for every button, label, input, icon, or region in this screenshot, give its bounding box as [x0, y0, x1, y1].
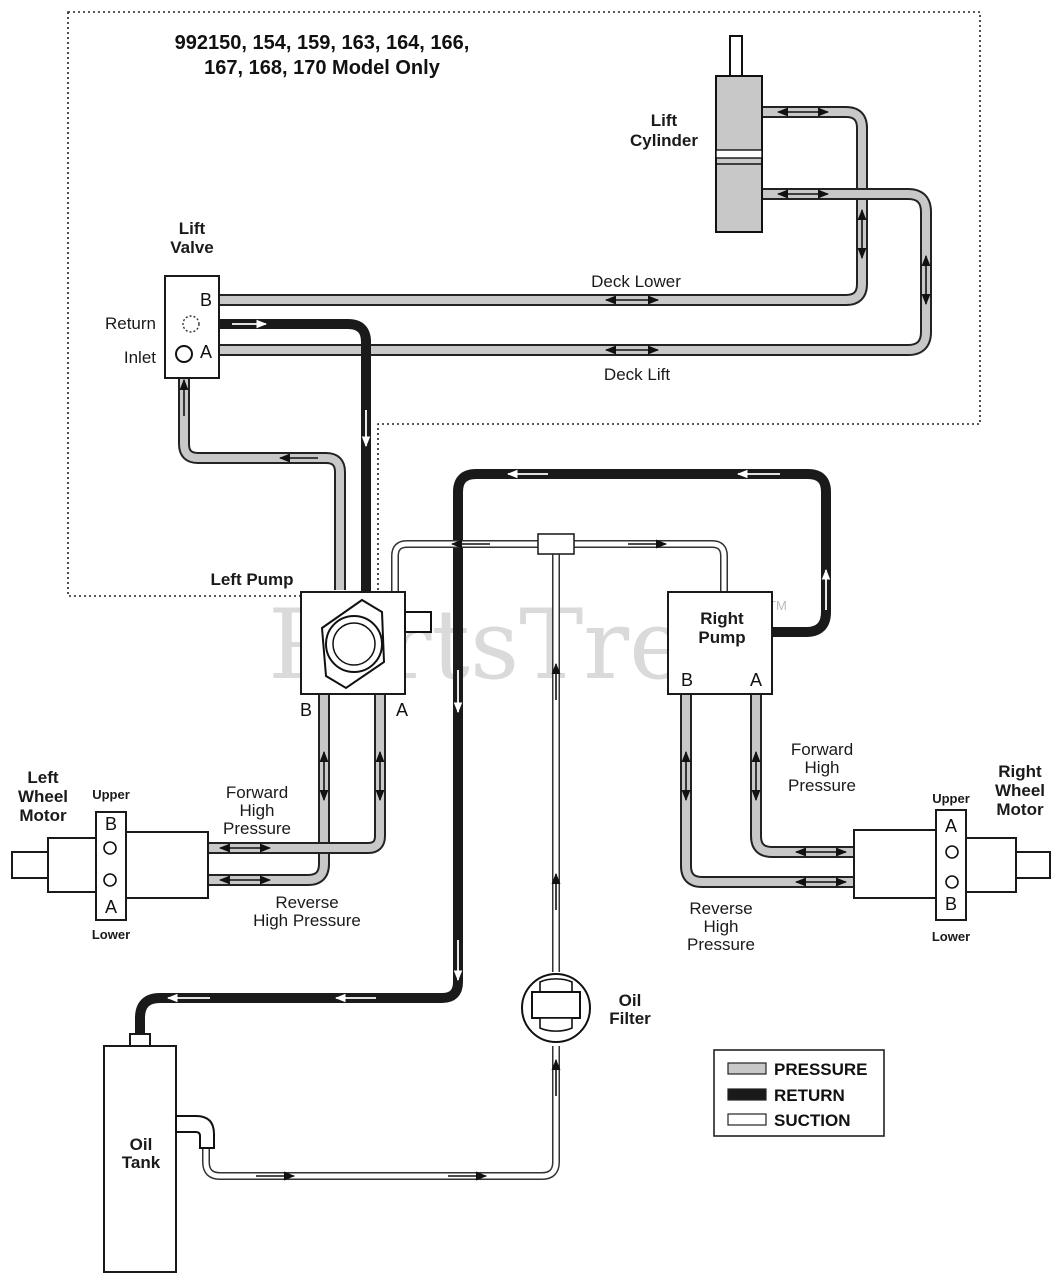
- legend: PRESSURE RETURN SUCTION: [713, 1049, 885, 1137]
- suction-tee: [537, 533, 575, 555]
- rev-hp-left-1: Reverse: [275, 893, 338, 912]
- valve-port-b: B: [200, 290, 212, 310]
- left-pump-port-a: A: [396, 700, 408, 720]
- lift-cylinder-label-1: Lift: [651, 111, 678, 130]
- left-motor-upper: Upper: [92, 787, 130, 802]
- motor-port-fittings: [103, 841, 959, 889]
- fwd-hp-left-3: Pressure: [223, 819, 291, 838]
- legend-swatch-suction: [727, 1113, 767, 1126]
- rev-hp-right-1: Reverse: [689, 899, 752, 918]
- left-motor-port-b: B: [105, 814, 117, 834]
- fwd-hp-right-1: Forward: [791, 740, 853, 759]
- lift-valve: [164, 275, 220, 379]
- legend-return: RETURN: [774, 1086, 845, 1105]
- rev-hp-right-3: Pressure: [687, 935, 755, 954]
- flow-arrows: [166, 107, 931, 1181]
- left-wheel-motor: [11, 811, 209, 921]
- right-pump-label-2: Pump: [698, 628, 745, 647]
- left-motor-lower: Lower: [92, 927, 130, 942]
- oil-filter-label-2: Filter: [609, 1009, 651, 1028]
- rev-hp-left-2: High Pressure: [253, 911, 361, 930]
- legend-pressure: PRESSURE: [774, 1060, 868, 1079]
- left-motor-label-3: Motor: [19, 806, 67, 825]
- left-pump-port-b: B: [300, 700, 312, 720]
- inlet-port-icon: [175, 345, 193, 363]
- lift-valve-label-2: Valve: [170, 238, 214, 257]
- oil-tank-label-1: Oil: [130, 1135, 153, 1154]
- return-label: Return: [105, 314, 156, 333]
- right-wheel-motor: [853, 809, 1051, 921]
- deck-lower-label: Deck Lower: [591, 272, 681, 291]
- right-pump-label-1: Right: [700, 609, 744, 628]
- return-port-icon: [182, 315, 200, 333]
- left-pump: [300, 591, 432, 695]
- fwd-hp-left-2: High: [240, 801, 275, 820]
- lift-valve-label-1: Lift: [179, 219, 206, 238]
- model-title-line2: 167, 168, 170 Model Only: [204, 57, 441, 79]
- right-motor-label-1: Right: [998, 762, 1042, 781]
- left-pump-label: Left Pump: [210, 570, 293, 589]
- left-motor-port-a: A: [105, 897, 117, 917]
- right-motor-label-3: Motor: [996, 800, 1044, 819]
- legend-suction: SUCTION: [774, 1111, 851, 1130]
- right-motor-port-b: B: [945, 894, 957, 914]
- right-pump-port-a: A: [750, 670, 762, 690]
- right-pump-port-b: B: [681, 670, 693, 690]
- deck-lift-label: Deck Lift: [604, 365, 670, 384]
- legend-swatch-return: [727, 1088, 767, 1101]
- inlet-label: Inlet: [124, 348, 156, 367]
- left-motor-label-2: Wheel: [18, 787, 68, 806]
- right-motor-upper: Upper: [932, 791, 970, 806]
- right-motor-lower: Lower: [932, 929, 970, 944]
- lift-cylinder-label-2: Cylinder: [630, 131, 698, 150]
- fwd-hp-right-3: Pressure: [788, 776, 856, 795]
- fwd-hp-right-2: High: [805, 758, 840, 777]
- right-motor-label-2: Wheel: [995, 781, 1045, 800]
- right-pump: [667, 591, 773, 695]
- oil-filter: [521, 973, 591, 1043]
- fwd-hp-left-1: Forward: [226, 783, 288, 802]
- oil-tank: [103, 1033, 215, 1273]
- lift-cylinder: [715, 35, 763, 233]
- rev-hp-right-2: High: [704, 917, 739, 936]
- pressure-lines: [110, 106, 952, 888]
- model-boundary: [67, 11, 981, 597]
- left-motor-label-1: Left: [27, 768, 59, 787]
- right-motor-port-a: A: [945, 816, 957, 836]
- oil-tank-label-2: Tank: [122, 1153, 161, 1172]
- legend-swatch-pressure: [727, 1062, 767, 1075]
- return-lines: [135, 319, 831, 1042]
- model-title-line1: 992150, 154, 159, 163, 164, 166,: [175, 32, 470, 54]
- oil-filter-label-1: Oil: [619, 991, 642, 1010]
- valve-port-a: A: [200, 342, 212, 362]
